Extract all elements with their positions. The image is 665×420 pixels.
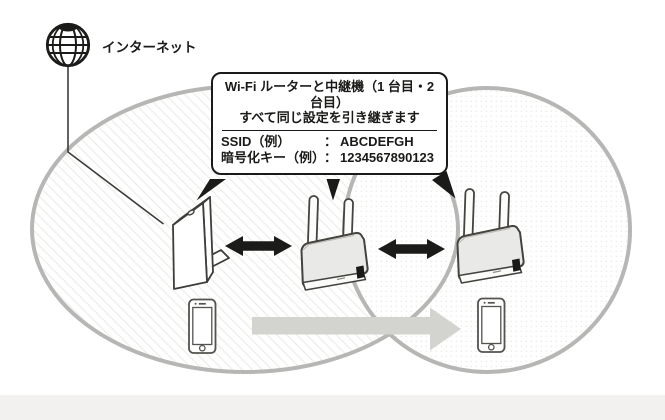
globe-icon	[45, 22, 91, 68]
wifi-router	[172, 196, 230, 290]
ssid-label: SSID（例）	[221, 133, 291, 149]
callout-pointer-left	[196, 179, 226, 201]
callout-title-line1: Wi-Fi ルーターと中継機（1 台目・2	[224, 79, 435, 94]
callout-subtitle: すべて同じ設定を引き継ぎます	[239, 110, 420, 125]
encryption-key-row: 暗号化キー（例）：1234567890123	[221, 150, 438, 167]
encryption-key-separator: ：	[324, 150, 338, 165]
internet-connection-line	[67, 66, 164, 225]
internet-label: インターネット	[102, 40, 197, 55]
ssid-value: ABCDEFGH	[340, 133, 414, 149]
footer-band	[0, 395, 665, 420]
roaming-arrow	[252, 307, 461, 351]
callout-pointer-center	[326, 179, 340, 201]
ssid-row: SSID（例） ：ABCDEFGH	[221, 134, 438, 151]
callout-divider	[222, 129, 437, 131]
smartphone-2	[477, 297, 506, 353]
callout-title-line2: 台目）	[309, 94, 349, 110]
smartphone-1	[188, 298, 217, 354]
encryption-key-value: 1234567890123	[340, 150, 435, 165]
ssid-separator: ：	[324, 133, 338, 149]
encryption-key-label: 暗号化キー（例）	[221, 150, 326, 165]
callout-box: Wi-Fi ルーターと中継機（1 台目・2 台目） すべて同じ設定を引き継ぎます…	[211, 72, 448, 175]
callout-pointer-right	[432, 171, 456, 199]
